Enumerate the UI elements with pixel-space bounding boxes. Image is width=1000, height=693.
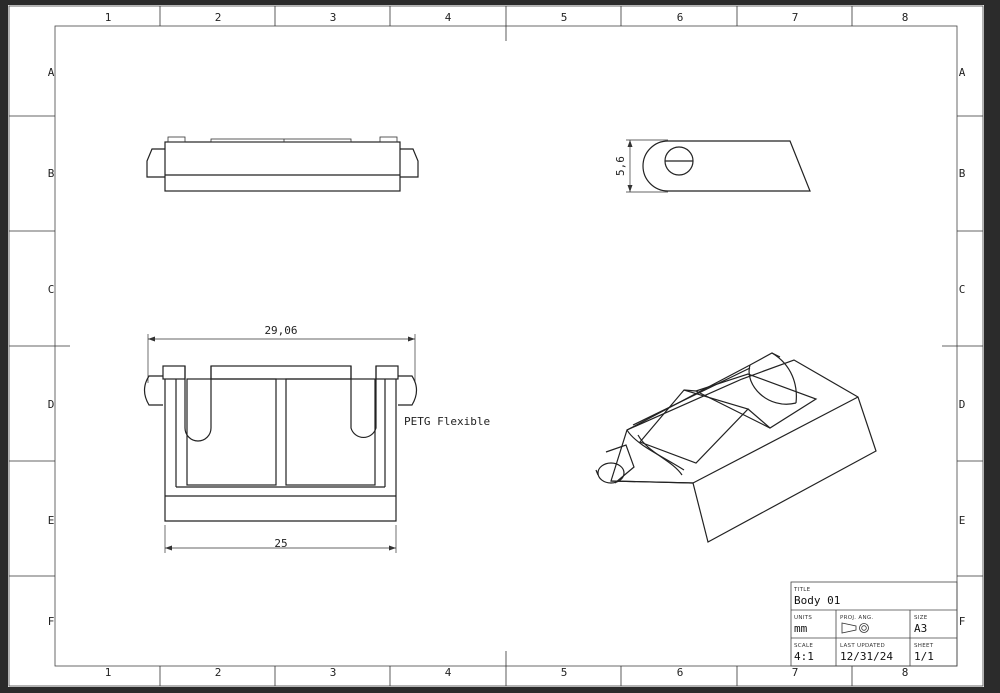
top-view: 29,06 25 PETG Flexible <box>143 324 490 553</box>
zone-row-d-right: D <box>959 398 966 411</box>
drawing-sheet: 1 2 3 4 5 6 7 8 1 2 3 4 5 6 7 8 A B C D … <box>8 5 984 687</box>
outer-border <box>8 5 984 687</box>
zone-row-f: F <box>48 615 55 628</box>
zone-labels-left: A B C D E F <box>48 66 55 628</box>
zone-row-f-right: F <box>959 615 966 628</box>
zone-col-7: 7 <box>792 11 799 24</box>
zone-row-e-right: E <box>959 514 966 527</box>
zone-row-d: D <box>48 398 55 411</box>
zone-ticks <box>9 6 983 686</box>
zone-row-b: B <box>48 167 55 180</box>
updated-label: LAST UPDATED <box>840 643 885 649</box>
zone-labels-bottom: 1 2 3 4 5 6 7 8 <box>105 666 909 679</box>
zone-col-5: 5 <box>561 11 568 24</box>
zone-row-b-right: B <box>959 167 966 180</box>
title-block: TITLE Body 01 UNITS mm PROJ. ANG. SIZE A… <box>790 581 958 667</box>
zone-col-3-bottom: 3 <box>330 666 337 679</box>
dimension-side-height: 5,6 <box>614 156 627 176</box>
zone-labels-right: A B C D E F <box>959 66 966 628</box>
inner-border <box>54 25 958 667</box>
zone-col-6: 6 <box>677 11 684 24</box>
zone-col-4-bottom: 4 <box>445 666 452 679</box>
units-value: mm <box>794 622 808 635</box>
zone-col-2: 2 <box>215 11 222 24</box>
sheet-label: SHEET <box>914 643 934 649</box>
projection-angle-icon <box>841 622 869 634</box>
zone-col-7-bottom: 7 <box>792 666 799 679</box>
scale-label: SCALE <box>794 643 813 649</box>
drawing-canvas: 1 2 3 4 5 6 7 8 1 2 3 4 5 6 7 8 A B C D … <box>8 5 984 687</box>
updated-value: 12/31/24 <box>840 650 893 663</box>
size-label: SIZE <box>914 615 928 621</box>
zone-row-e: E <box>48 514 55 527</box>
material-note: PETG Flexible <box>404 415 490 428</box>
dimension-overall-width: 29,06 <box>264 324 297 337</box>
zone-col-5-bottom: 5 <box>561 666 568 679</box>
isometric-view <box>595 352 877 543</box>
title-label: TITLE <box>793 587 811 593</box>
sheet-value: 1/1 <box>914 650 934 663</box>
zone-row-c: C <box>48 283 55 296</box>
zone-col-6-bottom: 6 <box>677 666 684 679</box>
zone-col-8: 8 <box>902 11 909 24</box>
side-view: 5,6 <box>614 139 811 193</box>
drawing-title: Body 01 <box>794 594 840 607</box>
zone-col-4: 4 <box>445 11 452 24</box>
dimension-body-width: 25 <box>274 537 287 550</box>
projection-label: PROJ. ANG. <box>840 615 873 621</box>
zone-col-8-bottom: 8 <box>902 666 909 679</box>
zone-row-a-right: A <box>959 66 966 79</box>
zone-col-2-bottom: 2 <box>215 666 222 679</box>
zone-col-1: 1 <box>105 11 112 24</box>
zone-labels-top: 1 2 3 4 5 6 7 8 <box>105 11 909 24</box>
scale-value: 4:1 <box>794 650 814 663</box>
zone-col-1-bottom: 1 <box>105 666 112 679</box>
units-label: UNITS <box>794 615 812 621</box>
front-view <box>146 136 419 192</box>
zone-col-3: 3 <box>330 11 337 24</box>
zone-row-a: A <box>48 66 55 79</box>
size-value: A3 <box>914 622 927 635</box>
zone-row-c-right: C <box>959 283 966 296</box>
